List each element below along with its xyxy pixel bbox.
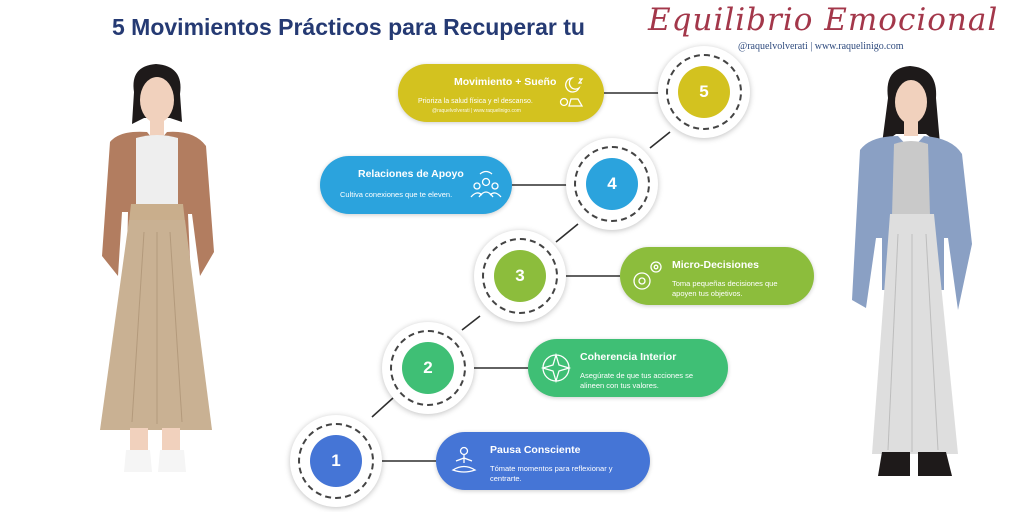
- step-number-5: 5: [678, 66, 730, 118]
- step-meta-5: @raquelvolverati | www.raquelinigo.com: [432, 108, 521, 114]
- step-title-5: Movimiento + Sueño: [454, 76, 557, 88]
- credit-line: @raquelvolverati | www.raquelinigo.com: [738, 41, 904, 52]
- step-desc-3: Toma pequeñas decisiones que apoyen tus …: [672, 279, 778, 298]
- gears-icon: [633, 261, 662, 290]
- step-card-1: Pausa Consciente Tómate momentos para re…: [436, 432, 650, 490]
- step-ring-5: 5: [658, 46, 750, 138]
- step-desc-1: Tómate momentos para reflexionar y centr…: [490, 464, 613, 483]
- step-card-3: Micro-Decisiones Toma pequeñas decisione…: [620, 247, 814, 305]
- woman-illustration-left: [100, 64, 214, 472]
- script-title: Equilibrio Emocional: [648, 2, 999, 38]
- people-group-icon: [470, 170, 502, 198]
- step-card-2: Coherencia Interior Asegúrate de que tus…: [528, 339, 728, 397]
- step-number-4: 4: [586, 158, 638, 210]
- page-title: 5 Movimientos Prácticos para Recuperar t…: [112, 14, 585, 40]
- step-number-2: 2: [402, 342, 454, 394]
- step-title-2: Coherencia Interior: [580, 351, 677, 363]
- step-card-4: Relaciones de Apoyo Cultiva conexiones q…: [320, 156, 512, 214]
- compass-icon: [540, 352, 572, 384]
- meditation-icon: [451, 446, 477, 473]
- step-title-3: Micro-Decisiones: [672, 259, 759, 271]
- step-desc-5: Prioriza la salud física y el descanso.: [418, 98, 533, 105]
- moon-sleep-icon: [559, 77, 584, 107]
- step-desc-4: Cultiva conexiones que te eleven.: [340, 190, 453, 199]
- woman-illustration-right: [852, 66, 972, 476]
- step-card-5: Movimiento + Sueño Prioriza la salud fís…: [398, 64, 604, 122]
- step-ring-4: 4: [566, 138, 658, 230]
- step-number-1: 1: [310, 435, 362, 487]
- step-title-1: Pausa Consciente: [490, 444, 581, 456]
- step-ring-1: 1: [290, 415, 382, 507]
- step-title-4: Relaciones de Apoyo: [358, 168, 464, 180]
- step-ring-3: 3: [474, 230, 566, 322]
- step-number-3: 3: [494, 250, 546, 302]
- step-ring-2: 2: [382, 322, 474, 414]
- step-desc-2: Asegúrate de que tus acciones se alineen…: [580, 371, 693, 390]
